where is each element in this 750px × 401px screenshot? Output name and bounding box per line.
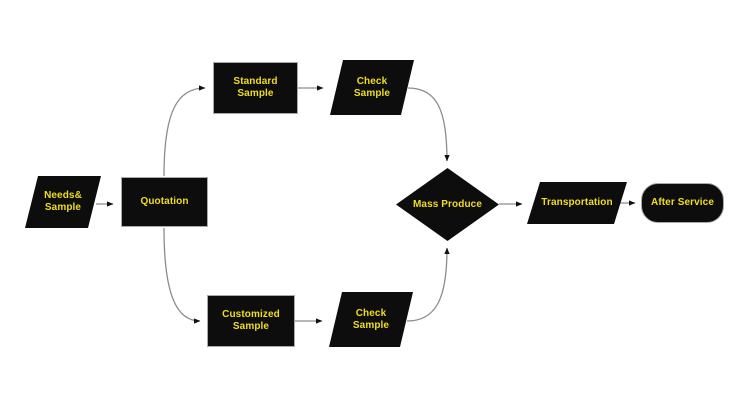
node-transportation-label: Transportation (541, 197, 613, 209)
node-check-sample-top-label: Check Sample (353, 75, 391, 99)
node-customized-sample-label: Customized Sample (222, 309, 280, 332)
edge-check-top-to-mass-produce (407, 87, 450, 162)
diamond-icon (396, 168, 499, 241)
node-check-sample-bottom[interactable]: Check Sample (329, 292, 413, 347)
node-mass-produce[interactable]: Mass Produce (396, 168, 499, 241)
node-needs-sample[interactable]: Needs& Sample (25, 176, 101, 228)
node-transportation[interactable]: Transportation (527, 182, 627, 224)
node-after-service-label: After Service (651, 197, 714, 209)
node-quotation[interactable]: Quotation (121, 177, 208, 227)
edge-quotation-to-standard (163, 85, 206, 177)
node-quotation-label: Quotation (140, 196, 189, 208)
node-after-service[interactable]: After Service (641, 183, 724, 223)
edge-check-bottom-to-mass-produce (406, 247, 450, 322)
node-standard-sample[interactable]: Standard Sample (213, 62, 298, 114)
node-needs-sample-label: Needs& Sample (44, 190, 82, 213)
node-standard-sample-label: Standard Sample (233, 76, 278, 99)
edge-quotation-to-customized (163, 227, 201, 324)
node-customized-sample[interactable]: Customized Sample (207, 295, 295, 347)
node-check-sample-bottom-label: Check Sample (352, 307, 390, 331)
node-check-sample-top[interactable]: Check Sample (330, 60, 414, 115)
